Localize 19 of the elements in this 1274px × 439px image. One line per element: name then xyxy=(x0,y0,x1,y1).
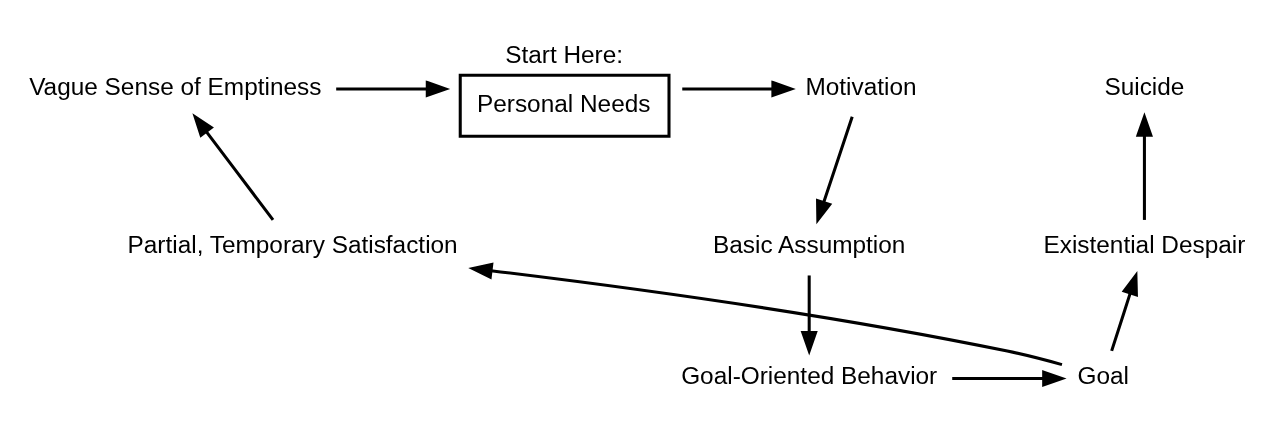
node-text: Existential Despair xyxy=(1043,230,1246,258)
node-text: Goal xyxy=(1077,361,1130,389)
node-box: Personal Needs xyxy=(458,73,671,138)
node-label: Start Here: xyxy=(505,40,624,68)
node-text: Motivation xyxy=(805,72,917,100)
node-text: Goal-Oriented Behavior xyxy=(681,361,938,389)
arrow xyxy=(816,115,854,224)
node-text: Basic Assumption xyxy=(713,230,906,258)
arrow xyxy=(1110,270,1138,351)
arrow xyxy=(800,274,818,355)
node-text: Vague Sense of Emptiness xyxy=(29,72,322,100)
arrow xyxy=(192,112,275,221)
arrow xyxy=(952,369,1067,387)
arrow xyxy=(468,261,1063,366)
arrow xyxy=(1135,111,1153,220)
node-text: Partial, Temporary Satisfaction xyxy=(127,230,458,258)
arrow xyxy=(336,79,451,97)
arrow xyxy=(682,79,796,97)
node-text: Suicide xyxy=(1104,72,1185,100)
